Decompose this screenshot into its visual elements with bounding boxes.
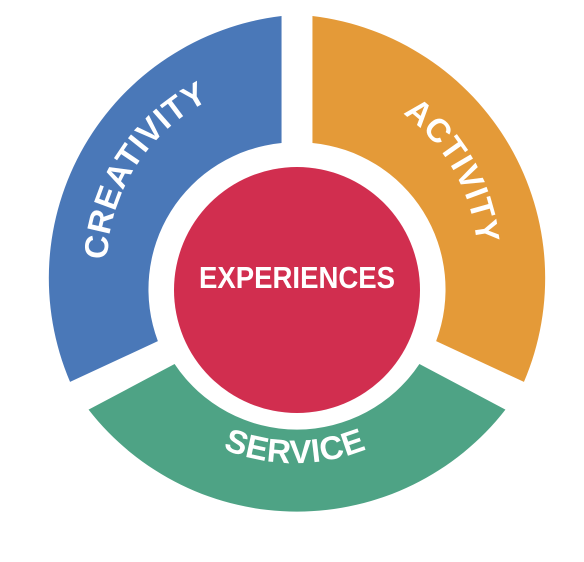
ring (48, 16, 546, 512)
center-label: EXPERIENCES (199, 260, 395, 295)
label-service: SERVICE (221, 421, 370, 471)
segment-creativity (48, 16, 282, 382)
center-circle (174, 167, 420, 413)
segment-activity (312, 16, 546, 382)
label-service-text: SERVICE (221, 421, 369, 471)
segment-service (88, 363, 506, 512)
